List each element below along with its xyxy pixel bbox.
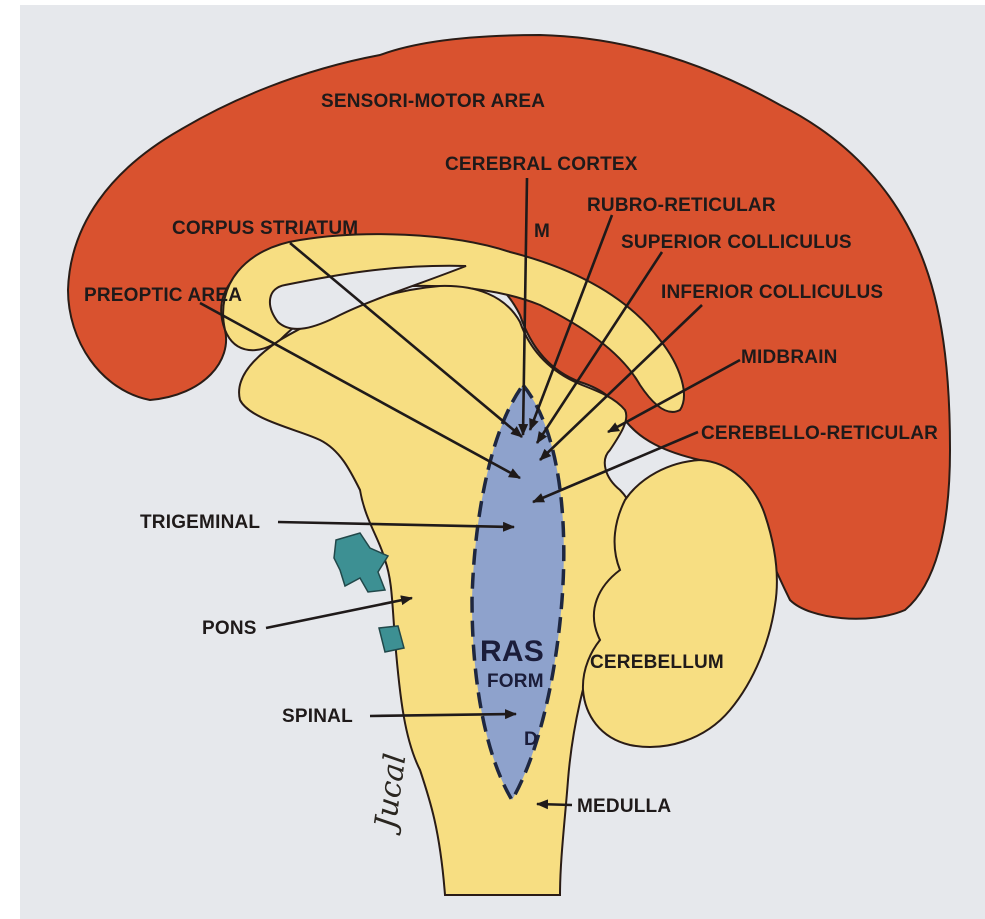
pointer-medulla	[537, 804, 572, 805]
label-spinal: SPINAL	[282, 706, 353, 727]
label-sensori-motor-area: SENSORI-MOTOR AREA	[321, 91, 545, 112]
label-trigeminal: TRIGEMINAL	[140, 512, 260, 533]
label-cerebello-reticular: CEREBELLO-RETICULAR	[701, 423, 938, 444]
label-form: FORM	[487, 671, 544, 692]
label-m-marker: M	[534, 221, 550, 242]
label-corpus-striatum: CORPUS STRIATUM	[172, 218, 358, 239]
label-rubro-reticular: RUBRO-RETICULAR	[587, 195, 776, 216]
label-medulla: MEDULLA	[577, 796, 671, 817]
label-d-marker: D	[524, 729, 538, 750]
label-inferior-colliculus: INFERIOR COLLICULUS	[661, 282, 883, 303]
label-ras: RAS	[480, 635, 544, 668]
label-superior-colliculus: SUPERIOR COLLICULUS	[621, 232, 852, 253]
label-cerebral-cortex: CEREBRAL CORTEX	[445, 154, 638, 175]
label-preoptic-area: PREOPTIC AREA	[84, 285, 242, 306]
label-cerebellum: CEREBELLUM	[590, 652, 724, 673]
label-pons: PONS	[202, 618, 257, 639]
label-midbrain: MIDBRAIN	[741, 347, 838, 368]
